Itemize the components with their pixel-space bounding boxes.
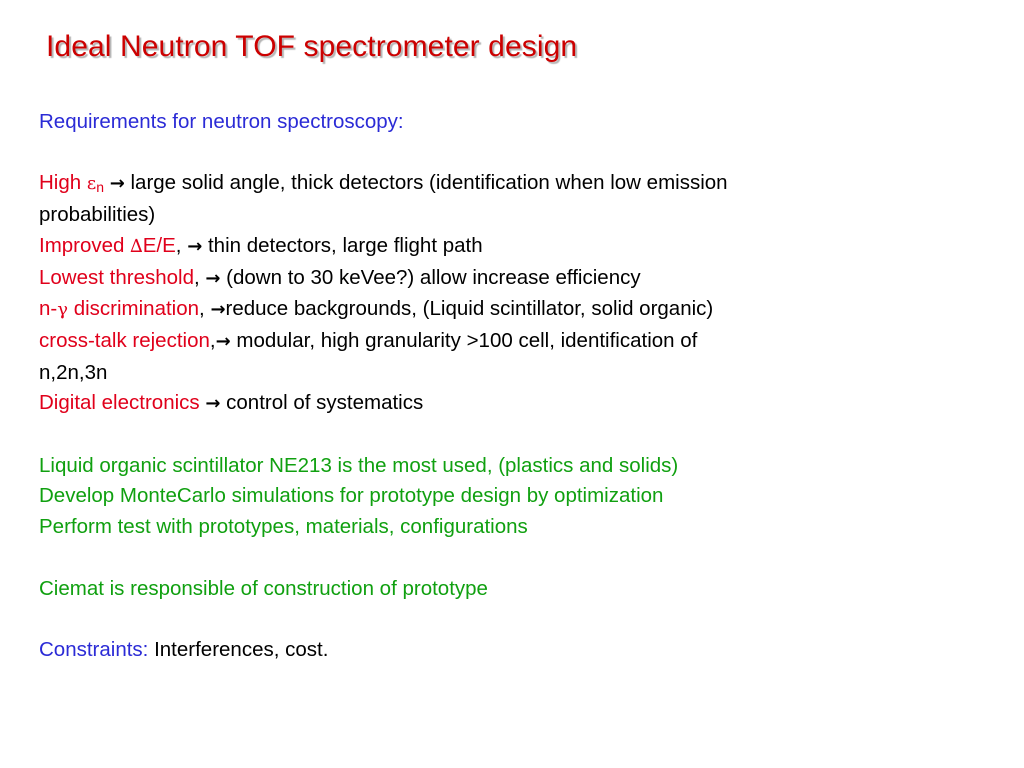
comma: , [209, 328, 216, 352]
constraints-label: Constraints: [39, 637, 149, 661]
gamma-symbol: γ [57, 299, 68, 321]
requirement-text: thin detectors, large flight path [202, 233, 483, 257]
spacer [39, 543, 939, 574]
arrow-icon: → [205, 267, 221, 289]
requirement-label-suffix: E/E [142, 233, 176, 257]
comma: , [175, 233, 188, 257]
spacer [39, 604, 939, 635]
requirement-label: n- [39, 297, 58, 321]
comma: , [193, 265, 206, 289]
requirement-lowest-threshold: Lowest threshold, → (down to 30 keVee?) … [39, 263, 939, 295]
montecarlo-note: Develop MonteCarlo simulations for proto… [39, 484, 664, 508]
ciemat-note: Ciemat is responsible of construction of… [39, 576, 488, 600]
requirement-label-suffix: discrimination [68, 297, 200, 321]
comma: , [199, 297, 211, 321]
requirement-text-continued: probabilities) [39, 203, 156, 227]
arrow-icon: → [215, 330, 231, 352]
requirement-text: modular, high granularity >100 cell, ide… [230, 328, 698, 352]
requirement-digital-electronics: Digital electronics → control of systema… [39, 388, 939, 420]
requirement-text-continued: n,2n,3n [39, 360, 108, 384]
epsilon-subscript: n [96, 179, 104, 196]
requirement-text: large solid angle, thick detectors (iden… [124, 171, 728, 195]
spacer [39, 420, 939, 451]
requirement-text: (down to 30 keVee?) allow increase effic… [220, 265, 641, 289]
requirement-text: control of systematics [220, 391, 424, 415]
arrow-icon: → [210, 299, 226, 321]
scintillator-note: Liquid organic scintillator NE213 is the… [39, 453, 679, 477]
arrow-icon: → [109, 173, 125, 195]
requirement-label: cross-talk rejection [39, 328, 210, 352]
requirement-cross-talk-rejection: cross-talk rejection,→ modular, high gra… [39, 326, 939, 358]
epsilon-symbol: ε [86, 173, 97, 195]
requirement-label: Improved [39, 233, 131, 257]
requirement-label: Lowest threshold [39, 265, 194, 289]
prototype-test-note: Perform test with prototypes, materials,… [39, 515, 528, 539]
arrow-icon: → [187, 235, 203, 257]
requirement-label: High [39, 171, 82, 195]
requirement-n-gamma-discrimination: n-γ discrimination, →reduce backgrounds,… [39, 294, 939, 326]
constraints-text: Interferences, cost. [148, 637, 329, 661]
delta-symbol: ∆ [130, 235, 143, 257]
slide-title: Ideal Neutron TOF spectrometer design [46, 30, 578, 63]
requirement-label: Digital electronics [39, 391, 200, 415]
requirements-heading: Requirements for neutron spectroscopy: [39, 110, 404, 133]
requirement-energy-resolution: Improved ∆E/E, → thin detectors, large f… [39, 231, 939, 263]
constraints-line: Constraints: Interferences, cost. [39, 635, 939, 666]
requirement-high-efficiency: High εn → large solid angle, thick detec… [39, 168, 939, 200]
spacer [39, 138, 939, 169]
arrow-icon: → [205, 393, 221, 415]
slide-body: Requirements for neutron spectroscopy: H… [39, 107, 939, 666]
requirement-text: reduce backgrounds, (Liquid scintillator… [225, 297, 714, 321]
